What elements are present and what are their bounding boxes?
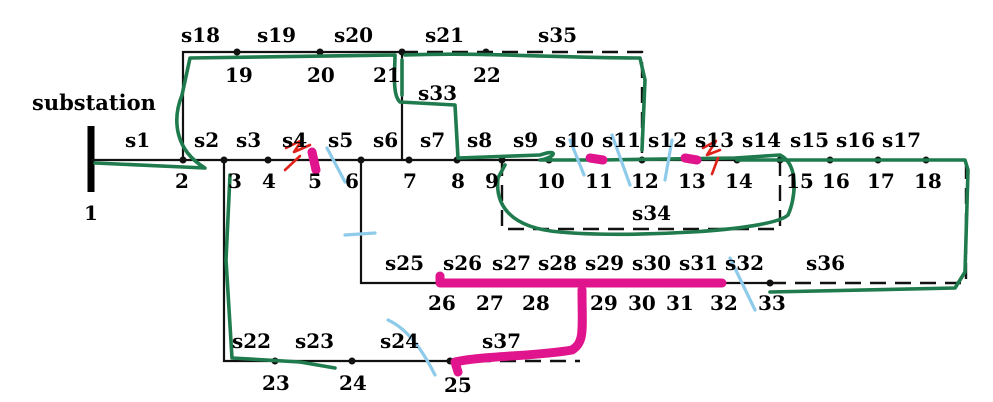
blue-cut-s5 [325,146,347,184]
switch-label: s24 [380,329,419,353]
switch-label: s6 [373,128,398,152]
bus-label: 13 [678,169,706,193]
switch-label: s5 [328,128,353,152]
green-restoration-path-main [93,53,796,237]
switch-label: s14 [742,128,781,152]
magenta-section-29-25 [450,285,587,377]
branch-2-22-line [181,50,402,160]
bus-label: 29 [590,291,618,315]
switch-label: s32 [725,251,764,275]
switch-label: s35 [538,23,577,47]
magenta-mark-5 [307,147,321,175]
switch-label: s21 [425,23,464,47]
fault-mark-s13 [701,139,722,176]
bus-nodes [179,48,930,365]
blue-cut-s24 [386,318,437,377]
bus-label: 14 [725,169,753,193]
switch-labels: s1 s2 s3 s4 s5 s6 s7 s8 s9 s10 s11 s12 s… [125,23,921,353]
green-restoration-path-tail [735,158,970,294]
bus-label: 15 [786,169,814,193]
substation-label: substation [32,90,156,115]
magenta-mark-13 [680,153,702,165]
bus-number-labels: 2 3 4 5 6 7 8 9 10 11 12 13 14 15 16 17 … [175,63,942,397]
bus-label: 18 [914,169,942,193]
bus-label: 19 [225,63,253,87]
bus-label: 6 [345,169,359,193]
bus-label: 3 [228,169,242,193]
switch-label: s18 [181,23,220,47]
bus-label: 20 [307,63,335,87]
annotation-overlay [93,52,970,377]
switch-label: s7 [420,128,445,152]
blue-cut-s32 [728,256,757,312]
switch-label: s37 [482,329,521,353]
switch-label: s11 [602,128,641,152]
switch-label: s33 [418,81,457,105]
bus-label: 24 [339,371,367,395]
switch-label: s1 [125,128,150,152]
blue-cut-s25 [343,231,377,237]
bus-label: 21 [373,63,401,87]
bus-label: 33 [758,291,786,315]
switch-label: s13 [695,128,734,152]
tie-line-s34 [500,160,782,231]
bus-label: 25 [444,373,472,397]
switch-label: s22 [232,329,271,353]
switch-label: s16 [836,128,875,152]
magenta-mark-11 [585,153,608,165]
switch-label: s9 [513,128,538,152]
switch-label: s20 [334,23,373,47]
switch-label: s19 [257,23,296,47]
switch-label: s26 [443,251,482,275]
bus-label: 8 [451,169,465,193]
switch-label: s2 [194,128,219,152]
fault-mark-s4 [283,138,312,172]
switch-label: s34 [632,201,671,225]
branch-3-25-line [222,160,450,363]
bus-label: 9 [485,169,499,193]
switch-label: s36 [806,251,845,275]
switch-label: s31 [679,251,718,275]
switch-label: s27 [492,251,531,275]
switch-label: s23 [295,329,334,353]
switch-label: s10 [555,128,594,152]
bus-label: 12 [631,169,659,193]
bus-label: 17 [867,169,895,193]
bus-label: 4 [262,169,276,193]
bus-label: 2 [175,169,189,193]
bus-label: 10 [537,169,565,193]
bus-label: 11 [585,169,613,193]
switch-label: s28 [538,251,577,275]
switch-label: s12 [648,128,687,152]
blue-cut-s10 [568,138,586,177]
switch-label: s3 [236,128,261,152]
green-restoration-path-lateral [224,173,337,370]
switch-label: s30 [632,251,671,275]
bus-label: 28 [522,291,550,315]
bus-label: 7 [403,169,417,193]
blue-cut-s12 [663,138,674,182]
bus-label: 16 [822,169,850,193]
bus-label: 26 [428,291,456,315]
bus-label: 27 [476,291,504,315]
bus-label: 32 [710,291,738,315]
blue-cut-s11 [610,133,632,187]
switch-label: s29 [585,251,624,275]
bus-label: 5 [308,169,322,193]
switch-label: s8 [467,128,492,152]
bus-label: 30 [628,291,656,315]
magenta-section-26-32 [435,271,727,288]
switch-label: s17 [882,128,921,152]
bus-label: 31 [666,291,694,315]
switch-label: s25 [385,251,424,275]
source-node-label: 1 [84,201,98,225]
bus-label: 23 [262,371,290,395]
bus-label: 22 [473,63,501,87]
switch-label: s15 [790,128,829,152]
switch-label: s4 [282,128,307,152]
green-restoration-path-loop [400,52,647,152]
